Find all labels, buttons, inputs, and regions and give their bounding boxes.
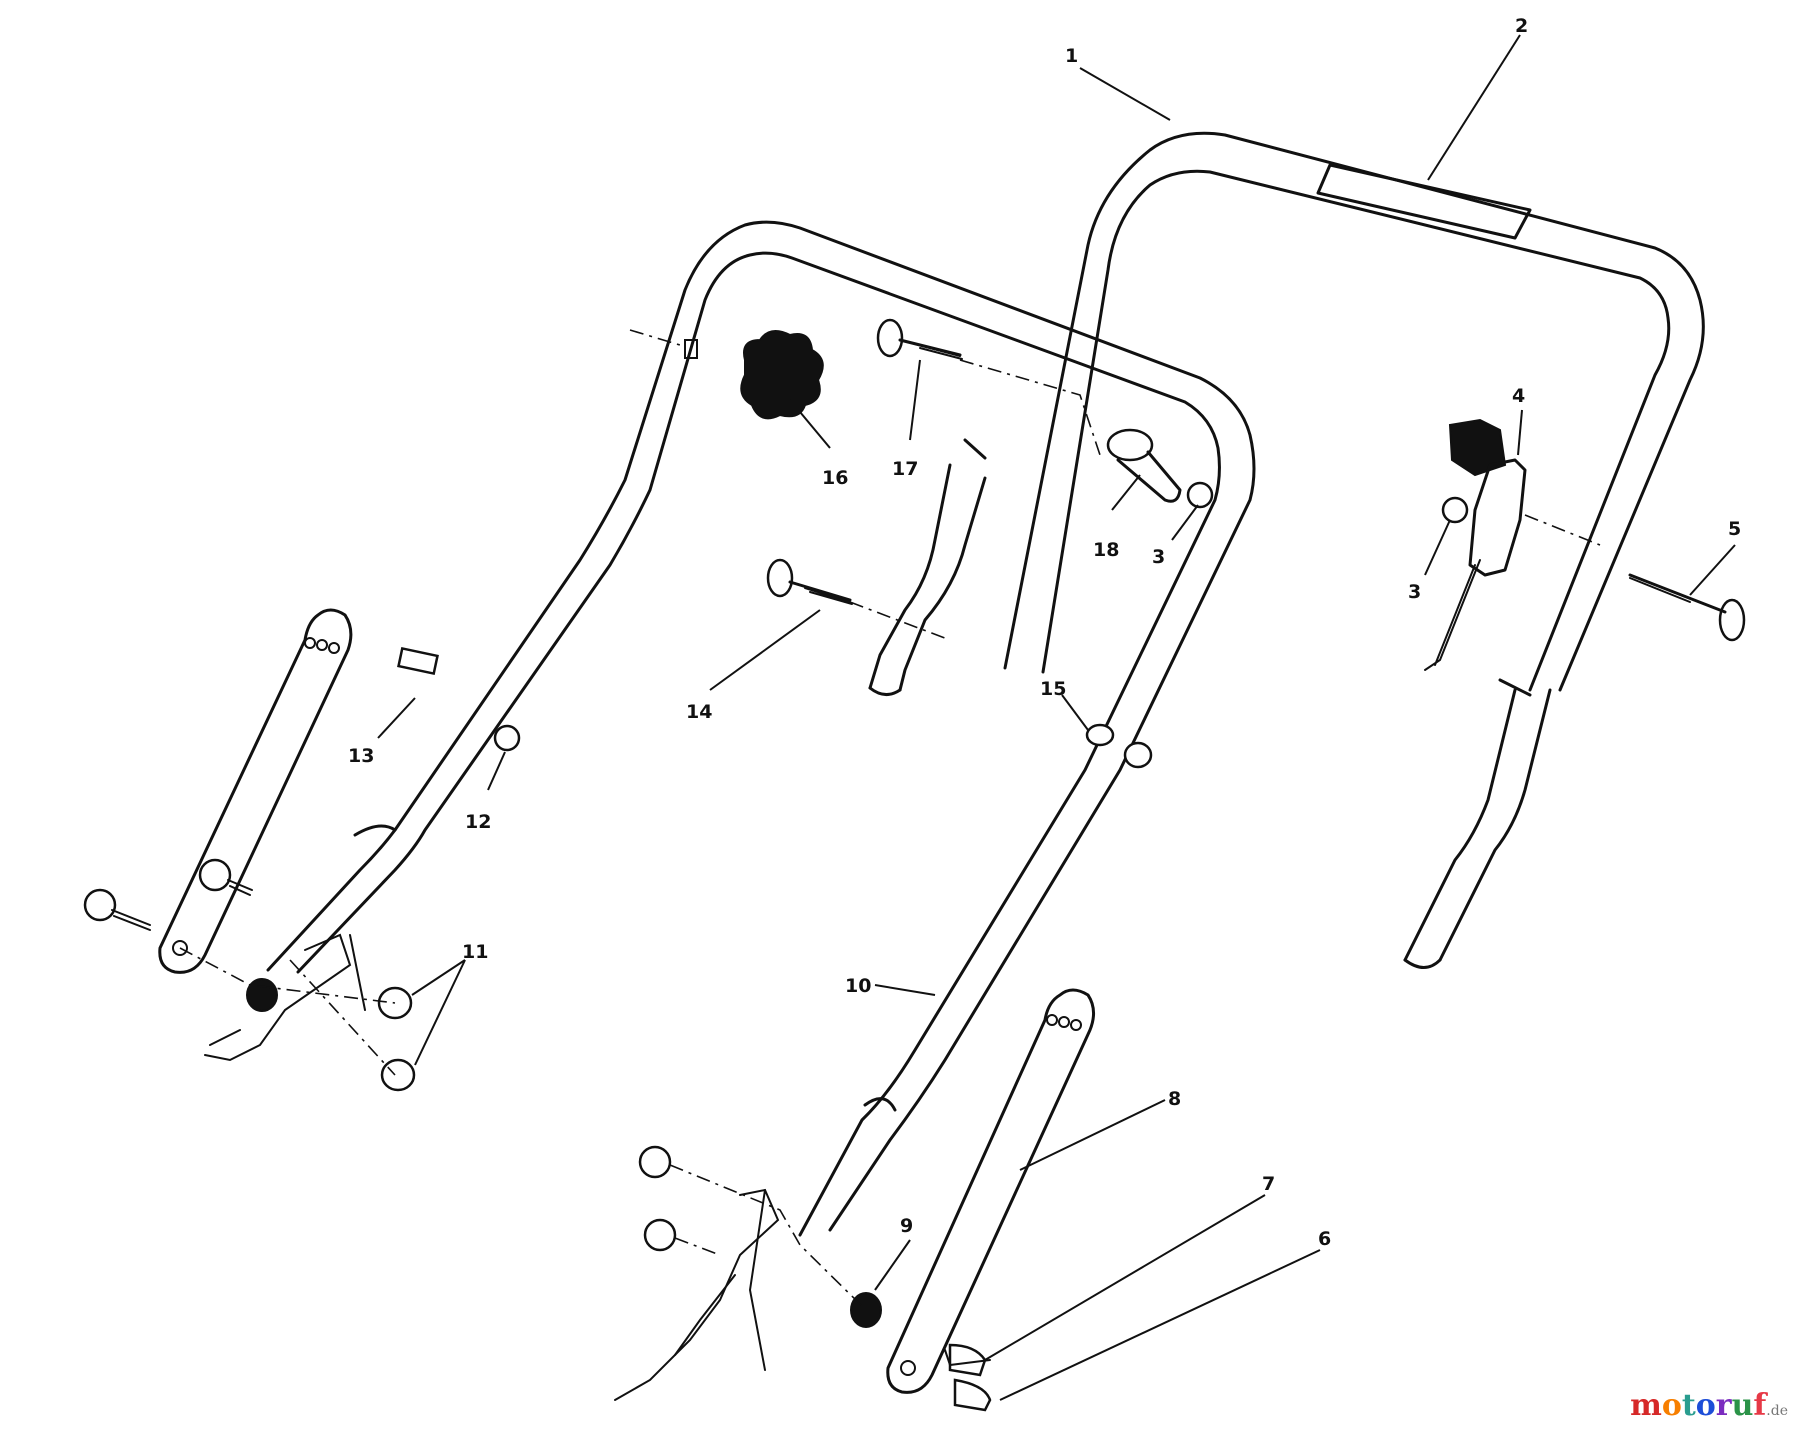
carriage-bolt-upper (876, 318, 963, 360)
watermark-letter: u (1731, 1388, 1754, 1423)
callout-8: 8 (1168, 1088, 1181, 1110)
strap-left (158, 608, 353, 974)
callout-16: 16 (822, 467, 848, 489)
bolt-7 (944, 1343, 991, 1377)
callout-10: 10 (845, 975, 871, 997)
site-watermark: motoruf.de (1630, 1388, 1788, 1423)
callout-14: 14 (686, 701, 712, 723)
callout-5: 5 (1728, 518, 1741, 540)
locknut-a (1186, 481, 1214, 509)
watermark-letter: m (1630, 1388, 1662, 1423)
bolt-long (1628, 573, 1746, 642)
deck-fragments (204, 933, 780, 1401)
watermark-letter: o (1695, 1388, 1716, 1423)
callout-12: 12 (465, 811, 491, 833)
upper-handle (1003, 131, 1705, 692)
spacer-right (850, 1292, 882, 1328)
watermark-letters: motoruf (1630, 1388, 1766, 1423)
nut-right-b (643, 1218, 677, 1252)
watermark-letter: t (1681, 1388, 1696, 1423)
callout-4: 4 (1512, 385, 1525, 407)
callout-6: 6 (1318, 1228, 1331, 1250)
nut-11b (380, 1058, 416, 1092)
callout-9: 9 (900, 1215, 913, 1237)
nut-12 (493, 724, 521, 752)
strap-right (886, 988, 1095, 1394)
callout-13: 13 (348, 745, 374, 767)
callout-3b: 3 (1408, 581, 1421, 603)
pin (397, 646, 439, 676)
callouts: 1 2 3 3 4 5 6 7 8 9 10 11 12 13 14 15 (348, 15, 1741, 1401)
nut-right-a (638, 1145, 672, 1179)
watermark-letter: f (1753, 1388, 1767, 1423)
control-assembly (1424, 418, 1527, 671)
knob (684, 330, 824, 420)
bolt-left-a (83, 888, 151, 931)
callout-1: 1 (1065, 45, 1078, 67)
bolt-left-b (198, 858, 253, 896)
carriage-bolt-lower (766, 558, 853, 605)
upper-handle-lower-sections (868, 438, 1552, 969)
callout-15: 15 (1040, 678, 1066, 700)
callout-7: 7 (1262, 1173, 1275, 1195)
assembly-lines (179, 329, 1601, 1311)
hairpin (1085, 723, 1153, 769)
spacer-left (246, 978, 278, 1012)
watermark-suffix: .de (1766, 1403, 1788, 1419)
bolt-6 (953, 1378, 992, 1412)
callout-17: 17 (892, 458, 918, 480)
locknut-b (1441, 496, 1469, 524)
watermark-letter: o (1661, 1388, 1682, 1423)
callout-3a: 3 (1152, 546, 1165, 568)
cable-guide (1106, 428, 1182, 503)
callout-2: 2 (1515, 15, 1528, 37)
callout-11: 11 (462, 941, 488, 963)
callout-18: 18 (1093, 539, 1119, 561)
watermark-letter: r (1715, 1388, 1732, 1423)
lower-handle (266, 220, 1256, 1237)
